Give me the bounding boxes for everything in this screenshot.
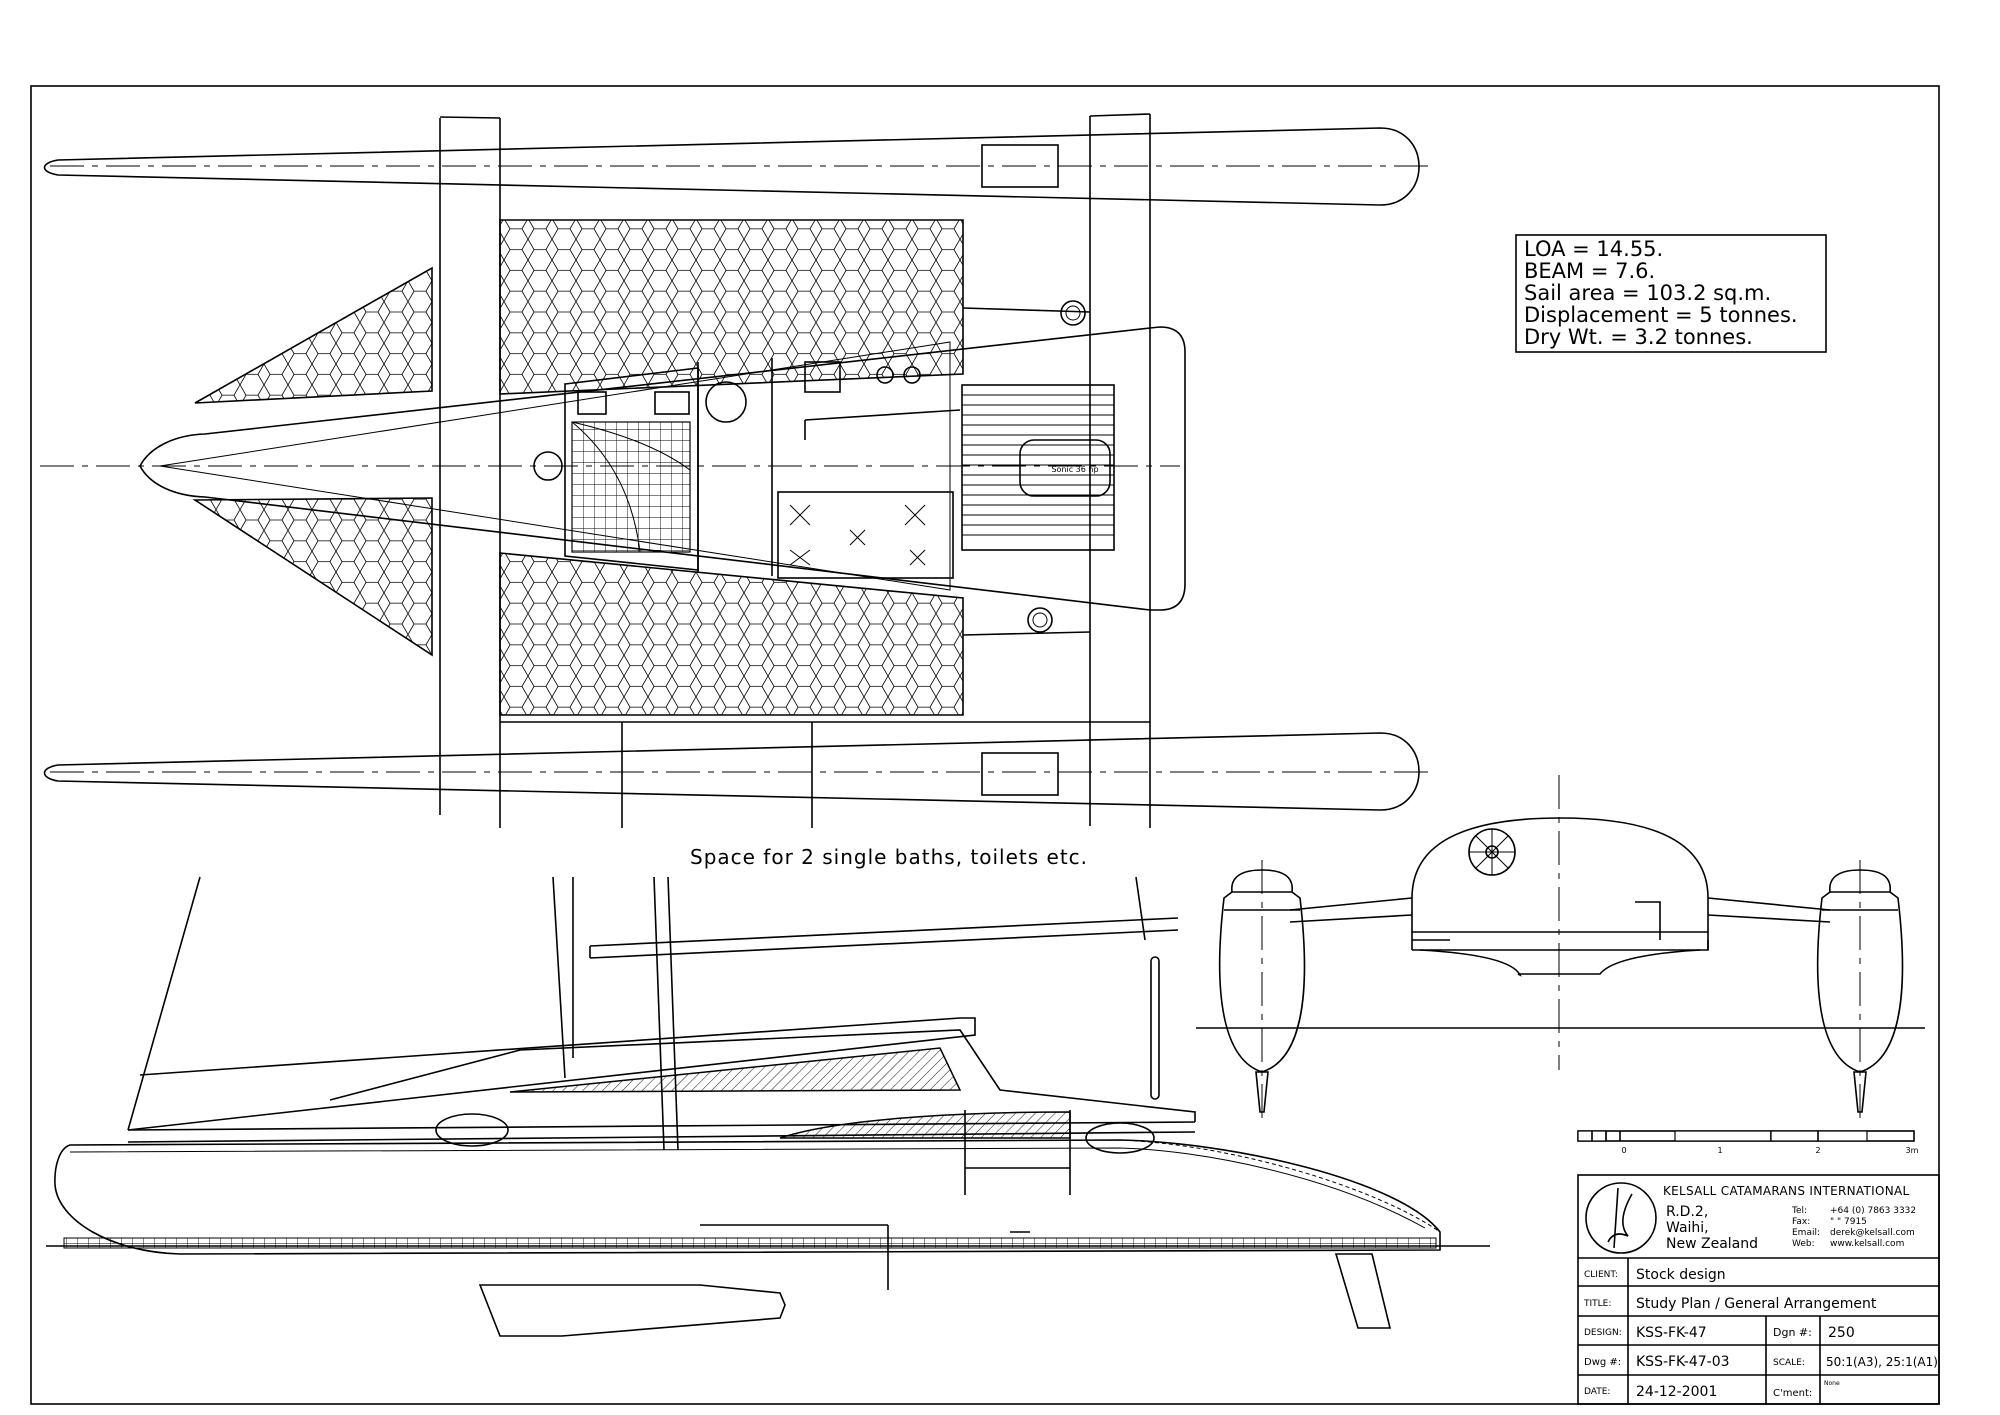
spec-displacement: Displacement = 5 tonnes. [1524,303,1798,327]
company-name: KELSALL CATAMARANS INTERNATIONAL [1663,1184,1909,1198]
dgn-label: Dgn #: [1773,1326,1812,1339]
upper-hull [43,127,1430,206]
scale-bar: 0 1 2 3m [1577,1130,1919,1155]
cment-label: C'ment: [1773,1388,1812,1399]
client-label: CLIENT: [1584,1270,1618,1280]
centre-nacelle: Sonic 36 hp [40,326,1186,611]
title-value: Study Plan / General Arrangement [1636,1296,1877,1312]
date-label: DATE: [1584,1387,1610,1397]
engine-label: Sonic 36 hp [1051,465,1098,474]
baths-note: Space for 2 single baths, toilets etc. [690,845,1088,869]
address-line-3: New Zealand [1666,1236,1758,1252]
side-profile [46,876,1490,1337]
cabin-window-upper [509,1047,962,1093]
trampoline-nets [192,219,964,716]
plan-view: Sonic 36 hp LOA = 14.55. BEAM = 7.6. Sai… [40,113,1827,828]
scale-tick-0: 0 [1621,1146,1626,1155]
title-block: KELSALL CATAMARANS INTERNATIONAL R.D.2, … [1577,1174,1940,1405]
dgn-value: 250 [1828,1325,1855,1341]
contact-tel: +64 (0) 7863 3332 [1830,1206,1916,1216]
date-value: 24-12-2001 [1636,1384,1717,1400]
spec-box: LOA = 14.55. BEAM = 7.6. Sail area = 103… [1515,234,1827,353]
contact-label-fax: Fax: [1792,1217,1810,1227]
cment-value: None [1824,1380,1840,1387]
scale-value: 50:1(A3), 25:1(A1) [1826,1355,1938,1369]
contact-web: www.kelsall.com [1830,1239,1904,1249]
contact-label-email: Email: [1792,1228,1820,1238]
cockpit-floor: Sonic 36 hp [961,384,1115,551]
bow-view [1196,775,1925,1120]
address-line-2: Waihi, [1666,1220,1709,1236]
contact-fax: " " 7915 [1830,1217,1867,1227]
sheet-border [30,85,1940,1405]
cabin-window-lower [779,1111,1071,1139]
lower-hull [43,732,1430,811]
spec-sail-area: Sail area = 103.2 sq.m. [1524,281,1771,305]
title-label: TITLE: [1583,1299,1611,1309]
spec-dry-weight: Dry Wt. = 3.2 tonnes. [1524,325,1753,349]
dwg-value: KSS-FK-47-03 [1636,1354,1730,1370]
scale-label: SCALE: [1773,1358,1805,1368]
spec-loa: LOA = 14.55. [1524,237,1663,261]
dwg-label: Dwg #: [1584,1357,1621,1368]
scale-tick-3: 3m [1906,1146,1919,1155]
address-line-1: R.D.2, [1666,1204,1708,1220]
contact-label-tel: Tel: [1791,1206,1807,1216]
contact-label-web: Web: [1792,1239,1815,1249]
scale-tick-2: 2 [1815,1146,1820,1155]
design-label: DESIGN: [1584,1328,1622,1338]
contact-email: derek@kelsall.com [1830,1228,1915,1238]
company-logo [1585,1182,1657,1254]
scale-tick-1: 1 [1717,1146,1722,1155]
design-value: KSS-FK-47 [1636,1325,1707,1341]
side-hull [54,1139,1441,1255]
client-value: Stock design [1636,1267,1726,1283]
spec-beam: BEAM = 7.6. [1524,259,1655,283]
